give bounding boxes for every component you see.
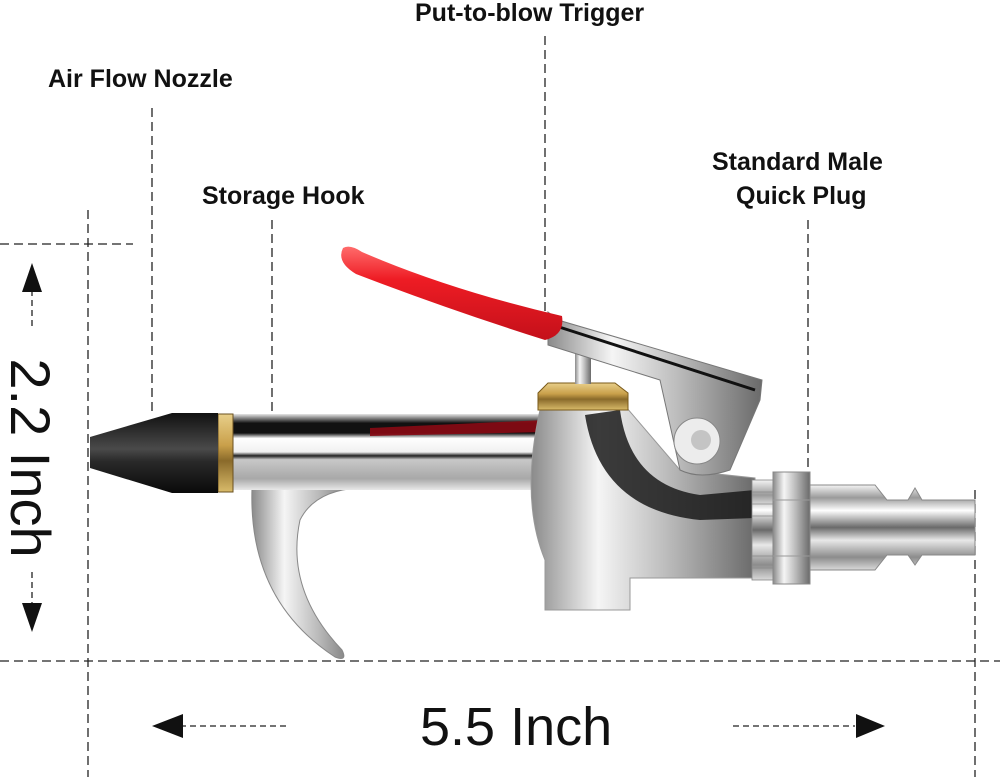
callout-trigger: Put-to-blow Trigger <box>415 0 645 27</box>
brass-ring <box>217 413 234 493</box>
callout-plug-line2: Quick Plug <box>736 182 867 210</box>
height-dimension-label: 2.2 Inch <box>0 358 62 558</box>
height-dimension-arrows <box>22 263 42 632</box>
red-trigger-grip <box>341 246 563 340</box>
plug-hex-nut <box>772 471 811 585</box>
callout-storage-hook: Storage Hook <box>202 182 365 210</box>
callout-air-flow-nozzle: Air Flow Nozzle <box>48 65 233 93</box>
male-quick-plug <box>809 484 976 571</box>
arrow-left-icon <box>152 714 183 738</box>
length-dimension-label: 5.5 Inch <box>420 697 613 757</box>
storage-hook <box>251 487 361 659</box>
valve-stem <box>575 350 591 384</box>
air-flow-nozzle <box>90 413 218 493</box>
arrow-down-icon <box>22 603 42 632</box>
arrow-up-icon <box>22 263 42 292</box>
callout-plug-line1: Standard Male <box>712 148 883 176</box>
arrow-right-icon <box>856 714 885 738</box>
brass-nut <box>537 382 629 411</box>
threaded-fitting <box>751 479 775 581</box>
length-dimension-arrows <box>152 714 885 738</box>
blow-gun-illustration <box>90 246 976 659</box>
